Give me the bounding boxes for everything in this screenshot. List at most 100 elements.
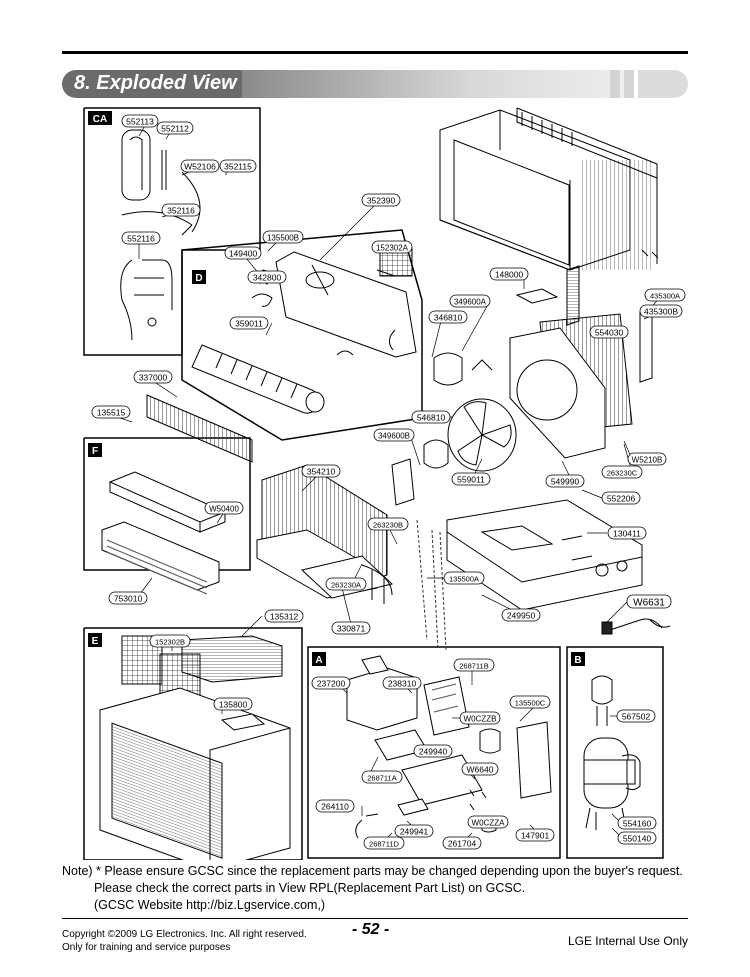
svg-text:268711A: 268711A (367, 774, 396, 783)
svg-text:546810: 546810 (417, 413, 446, 423)
svg-text:352116: 352116 (167, 206, 195, 216)
callout-135312: 135312 (264, 609, 304, 623)
svg-text:249950: 249950 (507, 611, 536, 621)
callout-354210: 354210 (301, 464, 341, 478)
svg-text:554160: 554160 (623, 819, 652, 829)
svg-text:152302B: 152302B (155, 638, 185, 647)
callout-263230A: 263230A (325, 577, 367, 591)
blower-assembly (191, 251, 417, 414)
svg-text:263230B: 263230B (373, 521, 403, 530)
page-number: - 52 - (352, 921, 390, 938)
svg-text:W0CZZB: W0CZZB (464, 715, 497, 724)
svg-text:135500A: 135500A (449, 575, 479, 584)
callout-552206: 552206 (601, 491, 641, 505)
svg-text:346810: 346810 (434, 313, 463, 323)
svg-text:352115: 352115 (224, 162, 252, 172)
svg-text:W5210B: W5210B (632, 456, 663, 465)
svg-text:354210: 354210 (307, 467, 336, 477)
svg-text:337000: 337000 (139, 373, 168, 383)
callout-W5210B: W5210B (627, 452, 667, 466)
tubing-assembly (120, 129, 201, 341)
callout-W0CZZA: W0CZZA (467, 815, 509, 829)
svg-text:W0CZZA: W0CZZA (472, 819, 506, 828)
part-drawings (99, 107, 671, 860)
exploded-view-diagram: CA D F E A B (83, 107, 686, 860)
group-b-box (566, 646, 664, 859)
callout-249950: 249950 (501, 608, 541, 622)
front-cover (99, 687, 291, 860)
note-block: Note) * Please ensure GCSC since the rep… (62, 863, 683, 914)
section-banner: 8. Exploded View (62, 70, 688, 98)
callout-552116: 552116 (121, 231, 161, 245)
svg-text:268711D: 268711D (369, 840, 399, 849)
banner-fade-segment (242, 70, 632, 98)
svg-text:342800: 342800 (253, 273, 282, 283)
svg-text:149400: 149400 (229, 249, 258, 259)
svg-text:268711B: 268711B (459, 662, 488, 671)
svg-text:147901: 147901 (521, 831, 550, 841)
internal-use-label: LGE Internal Use Only (567, 934, 688, 948)
group-label-d: D (195, 273, 202, 284)
callout-W6631: W6631 (626, 594, 672, 609)
svg-text:435300B: 435300B (644, 307, 678, 317)
compressor (583, 675, 641, 830)
callout-552112: 552112 (156, 121, 194, 135)
svg-text:550140: 550140 (623, 834, 652, 844)
callout-152302A: 152302A (371, 240, 413, 254)
group-label-b: B (574, 655, 581, 666)
callout-352390: 352390 (361, 193, 401, 207)
callout-152302B: 152302B (149, 634, 191, 648)
section-title: 8. Exploded View (74, 72, 237, 94)
group-label-f: F (92, 446, 98, 457)
group-a-box (307, 646, 561, 859)
svg-text:552113: 552113 (126, 117, 154, 127)
group-f-box (83, 437, 251, 571)
callout-337000: 337000 (133, 370, 173, 384)
group-e-box (83, 627, 303, 860)
callout-359011: 359011 (229, 316, 269, 330)
svg-text:559011: 559011 (457, 475, 485, 485)
svg-text:549990: 549990 (551, 477, 580, 487)
cabinet-sleeve (439, 107, 659, 271)
callout-130411: 130411 (607, 526, 647, 540)
banner-dark-segment (62, 70, 244, 98)
svg-text:359011: 359011 (235, 319, 263, 329)
callout-135500C: 135500C (509, 695, 551, 709)
callout-330871: 330871 (331, 621, 371, 635)
callout-349600B: 349600B (373, 428, 415, 442)
bottom-rule (62, 918, 688, 919)
svg-text:135500C: 135500C (515, 699, 546, 708)
callout-W0CZZB: W0CZZB (459, 711, 501, 725)
condenser-fan (447, 398, 517, 472)
callout-237200: 237200 (311, 676, 351, 690)
svg-text:135500B: 135500B (267, 234, 299, 243)
callout-753010: 753010 (108, 591, 148, 605)
svg-text:W52106: W52106 (184, 162, 216, 172)
svg-text:554030: 554030 (595, 328, 624, 338)
svg-text:263230C: 263230C (607, 469, 638, 478)
callout-559011: 559011 (451, 472, 491, 486)
training-line: Only for training and service purposes (62, 942, 231, 953)
callout-147901: 147901 (515, 828, 555, 842)
svg-text:552116: 552116 (127, 234, 155, 244)
banner-tab (610, 70, 620, 98)
callout-135500B: 135500B (262, 230, 304, 244)
callout-W6640: W6640 (461, 762, 499, 776)
svg-text:263230A: 263230A (331, 581, 361, 590)
callout-263230C: 263230C (601, 465, 643, 479)
copyright-line: Copyright ©2009 LG Electronics. Inc. All… (62, 929, 307, 940)
svg-text:249940: 249940 (419, 747, 448, 757)
group-label-a: A (315, 655, 322, 666)
callout-264110: 264110 (315, 799, 355, 813)
callout-148000: 148000 (489, 267, 529, 281)
callout-435300A: 435300A (644, 288, 686, 302)
callout-567502: 567502 (616, 709, 656, 723)
svg-text:264110: 264110 (321, 802, 349, 812)
svg-text:W6631: W6631 (633, 598, 665, 609)
group-label-e: E (92, 636, 99, 647)
callout-552113: 552113 (121, 114, 159, 128)
callout-149400: 149400 (224, 246, 262, 260)
svg-text:135800: 135800 (219, 700, 248, 710)
callout-268711D: 268711D (363, 836, 405, 850)
svg-text:352390: 352390 (367, 196, 396, 206)
